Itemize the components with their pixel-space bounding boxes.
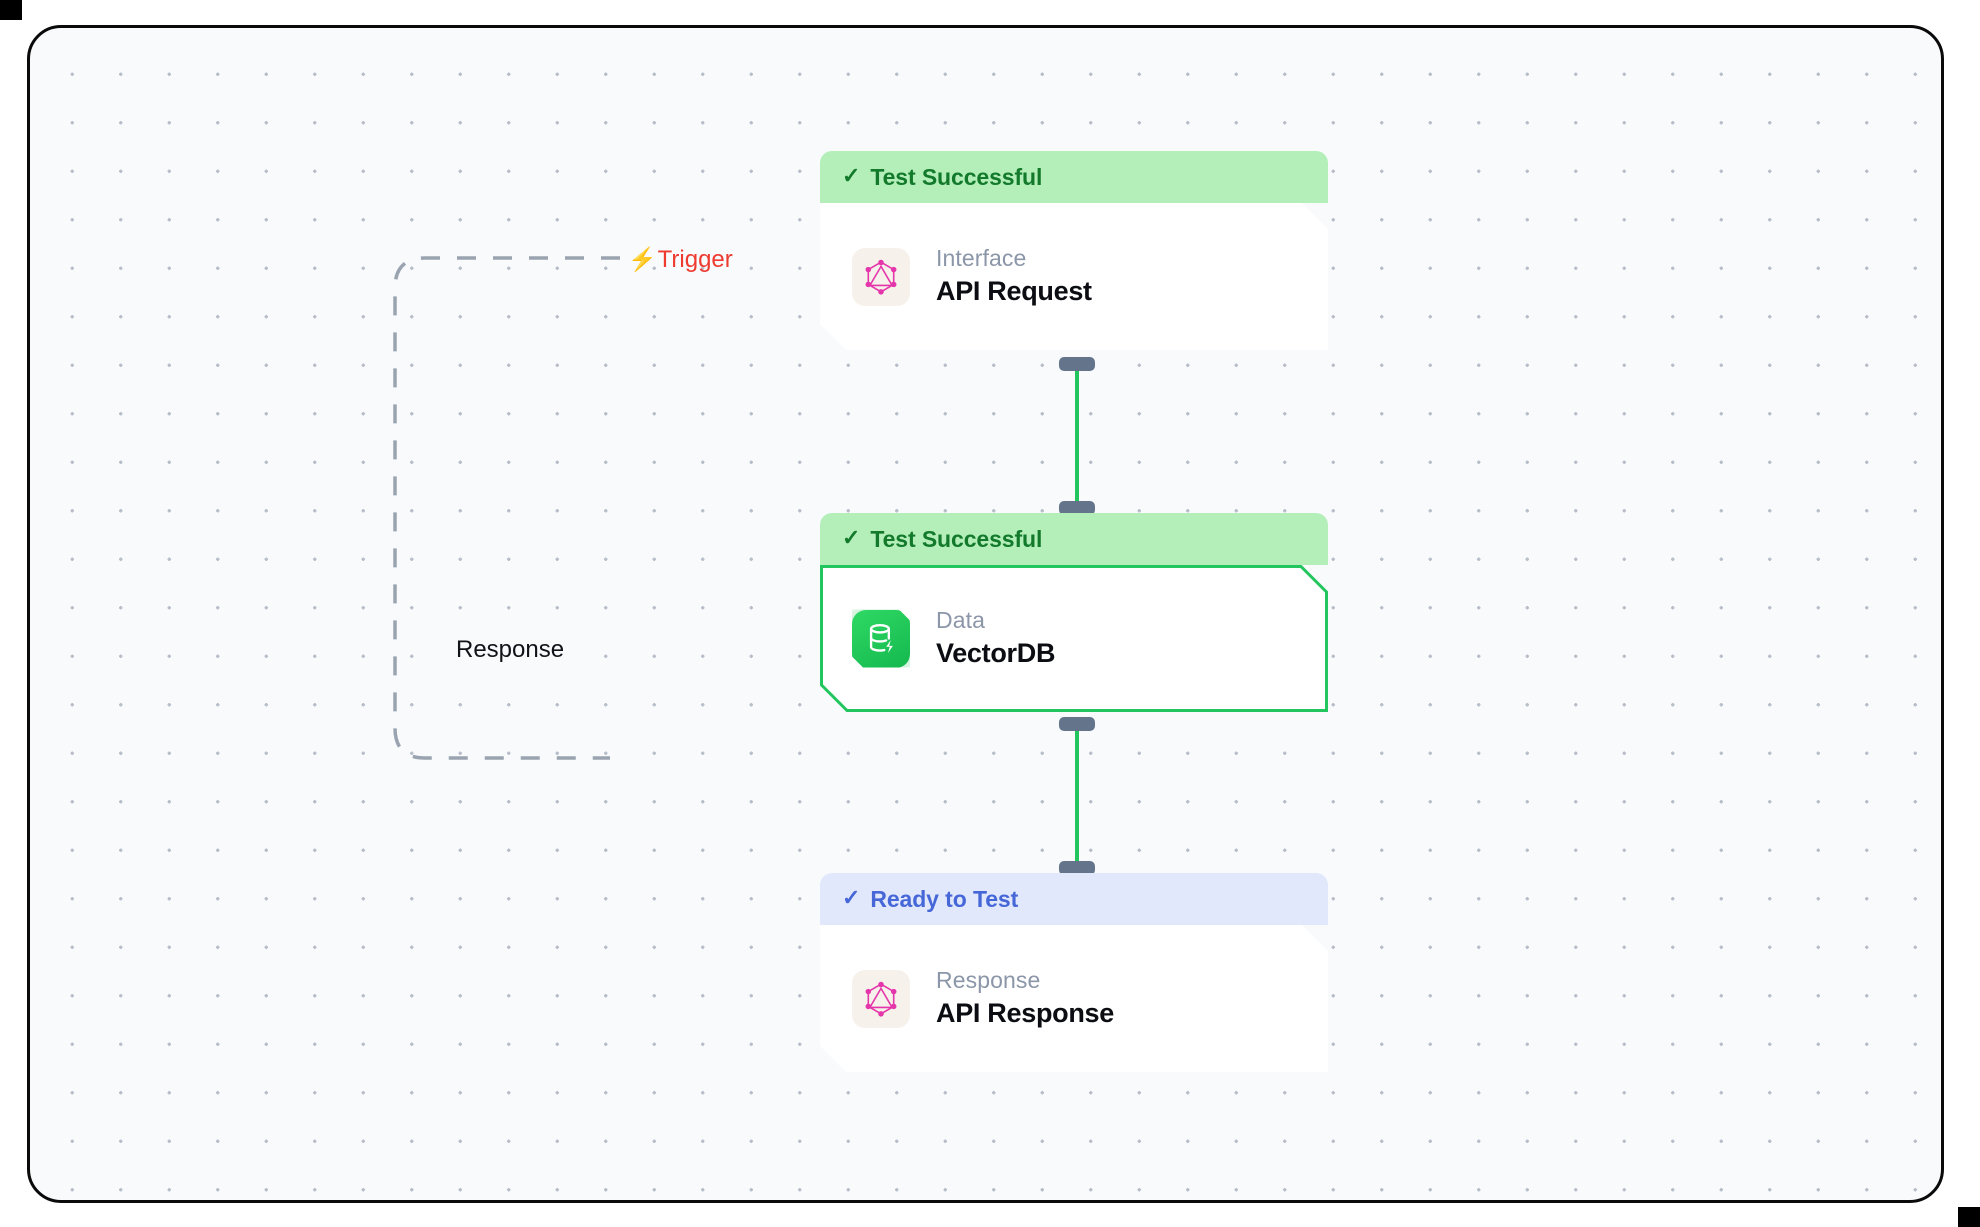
node-status-badge: ✓ Test Successful (820, 151, 1328, 203)
check-icon: ✓ (842, 885, 861, 910)
feedback-path (393, 256, 620, 760)
lightning-bolt-icon: ⚡ (628, 245, 657, 272)
connector-request-to-data (1075, 364, 1079, 514)
check-icon: ✓ (842, 163, 861, 188)
crop-mark-top-left (0, 0, 22, 20)
flow-canvas[interactable]: ⚡ Trigger Response ✓ Test Successful (27, 25, 1944, 1203)
edge-label-trigger-text: Trigger (657, 246, 733, 273)
node-kind-label: Response (936, 966, 1041, 993)
node-text: Response API Response (936, 968, 1114, 1029)
handle-vectordb-bottom[interactable] (1059, 717, 1095, 731)
node-status-label: Test Successful (870, 163, 1043, 190)
node-body[interactable]: Response API Response (820, 925, 1328, 1072)
node-title: VectorDB (936, 638, 1056, 669)
flow-layer: ⚡ Trigger Response ✓ Test Successful (30, 28, 1941, 1200)
node-api-request[interactable]: ✓ Test Successful (820, 151, 1328, 350)
node-vectordb[interactable]: ✓ Test Successful Data (820, 513, 1328, 712)
database-lightning-icon (852, 610, 910, 668)
node-text: Interface API Request (936, 246, 1092, 307)
graphql-glyph (864, 259, 898, 295)
node-status-label: Ready to Test (870, 885, 1019, 912)
node-body[interactable]: Interface API Request (820, 203, 1328, 350)
edge-label-response[interactable]: Response (449, 634, 572, 666)
graphql-icon (852, 248, 910, 306)
handle-api-request-bottom[interactable] (1059, 357, 1095, 371)
node-status-label: Test Successful (870, 525, 1043, 552)
graphql-icon (852, 970, 910, 1028)
graphql-glyph (864, 981, 898, 1017)
node-title: API Request (936, 276, 1092, 307)
node-kind-label: Interface (936, 244, 1027, 271)
handle-vectordb-top[interactable] (1059, 501, 1095, 515)
database-glyph (866, 622, 897, 655)
node-api-response[interactable]: ✓ Ready to Test (820, 873, 1328, 1072)
node-kind-label: Data (936, 606, 985, 633)
node-body[interactable]: Data VectorDB (820, 565, 1328, 712)
handle-api-response-top[interactable] (1059, 861, 1095, 875)
crop-mark-bottom-right (1958, 1207, 1980, 1227)
node-title: API Response (936, 998, 1114, 1029)
connector-data-to-response (1075, 724, 1079, 874)
node-text: Data VectorDB (936, 608, 1055, 669)
check-icon: ✓ (842, 525, 861, 550)
edge-label-trigger[interactable]: ⚡ Trigger (628, 246, 733, 274)
node-status-badge: ✓ Ready to Test (820, 873, 1328, 925)
node-status-badge: ✓ Test Successful (820, 513, 1328, 565)
